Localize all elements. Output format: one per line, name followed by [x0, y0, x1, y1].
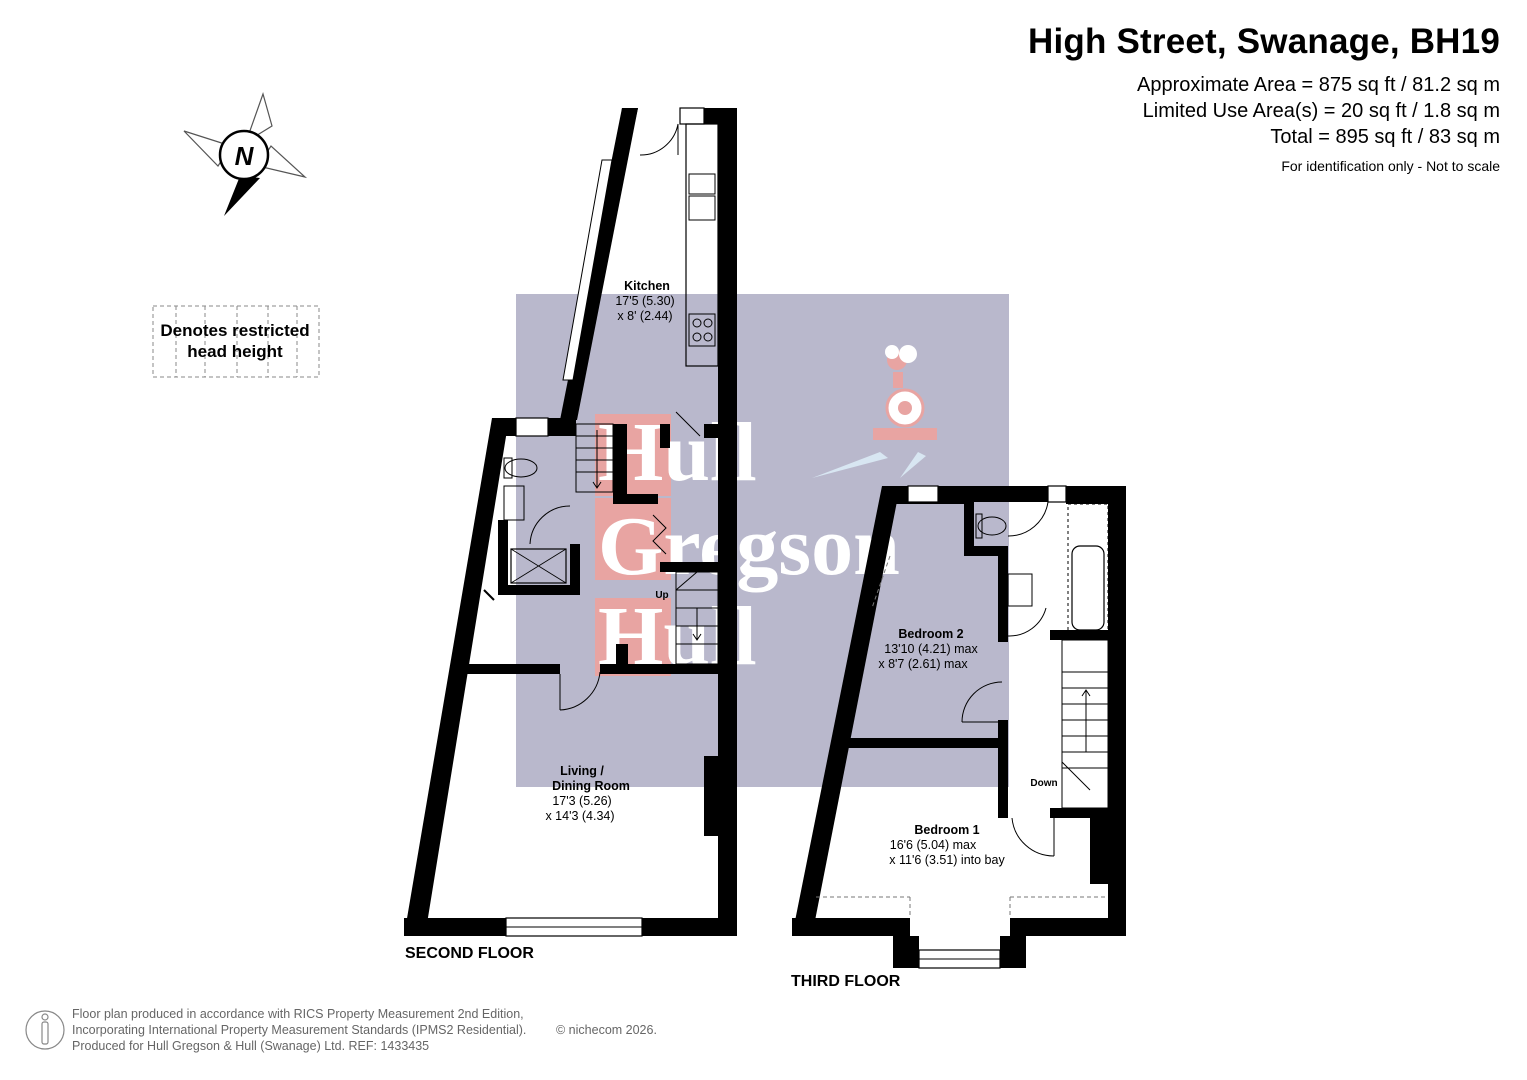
second-floor-label: SECOND FLOOR [405, 945, 534, 962]
scale-note: For identification only - Not to scale [1281, 158, 1500, 174]
second-floor-plan [404, 107, 737, 937]
living-name-1: Living / [560, 764, 604, 778]
bedroom1-name: Bedroom 1 [914, 823, 979, 837]
north-compass: N [183, 92, 308, 216]
accessibility-person-icon [25, 1010, 65, 1050]
train-emblem-icon [812, 345, 937, 478]
bedroom2-dim-2: x 8'7 (2.61) max [878, 657, 968, 671]
third-floor-label: THIRD FLOOR [791, 973, 901, 990]
total-area: Total = 895 sq ft / 83 sq m [1270, 126, 1500, 148]
third-floor-plan [792, 485, 1126, 969]
restricted-height-legend-box [152, 305, 320, 378]
approximate-area: Approximate Area = 875 sq ft / 81.2 sq m [1137, 74, 1500, 96]
footer-line-1: Floor plan produced in accordance with R… [72, 1007, 524, 1021]
bedroom2-dim-1: 13'10 (4.21) max [884, 642, 978, 656]
living-name-2: Dining Room [552, 779, 630, 793]
footer-line-2: Incorporating International Property Mea… [72, 1023, 527, 1037]
living-dim-1: 17'3 (5.26) [552, 794, 611, 808]
kitchen-dim-1: 17'5 (5.30) [615, 294, 674, 308]
property-title: High Street, Swanage, BH19 [1028, 22, 1500, 61]
compass-north-label: N [235, 141, 255, 171]
footer-line-3: Produced for Hull Gregson & Hull (Swanag… [72, 1039, 430, 1053]
kitchen-dim-2: x 8' (2.44) [617, 309, 672, 323]
stairs-up-label: Up [655, 590, 668, 601]
watermark-line-2: Gregson [598, 500, 900, 593]
limited-use-area: Limited Use Area(s) = 20 sq ft / 1.8 sq … [1142, 100, 1500, 122]
kitchen-name: Kitchen [624, 279, 670, 293]
living-dim-2: x 14'3 (4.34) [545, 809, 614, 823]
legend-line-2: head height [187, 342, 283, 361]
bedroom2-name: Bedroom 2 [898, 627, 963, 641]
restricted-height-legend: Denotes restricted head height [152, 320, 318, 362]
legend-line-1: Denotes restricted [160, 321, 310, 340]
bedroom1-dim-2: x 11'6 (3.51) into bay [889, 853, 1005, 867]
copyright-notice: © nichecom 2026. [556, 1023, 657, 1037]
stairs-down-label: Down [1030, 778, 1057, 789]
footer-notes: Floor plan produced in accordance with R… [72, 1006, 657, 1054]
bedroom1-dim-1: 16'6 (5.04) max [890, 838, 977, 852]
